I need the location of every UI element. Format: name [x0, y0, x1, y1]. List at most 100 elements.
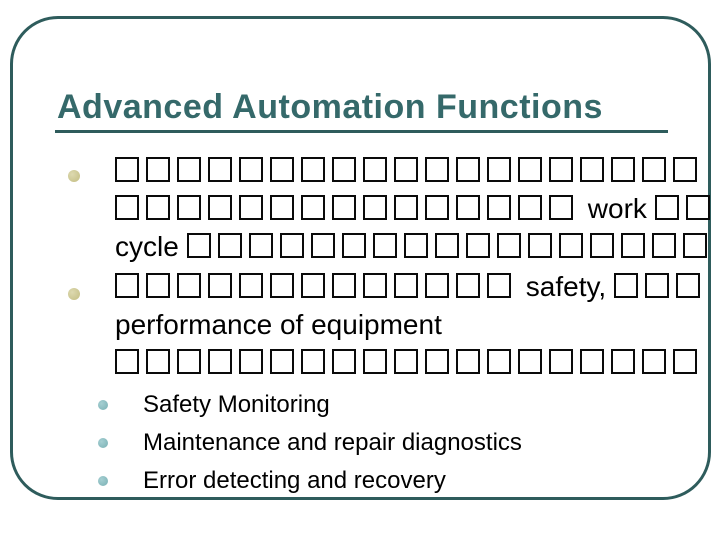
- missing-glyph-box: [456, 157, 480, 182]
- missing-glyph-box: [425, 273, 449, 298]
- sub-bullet-label: Maintenance and repair diagnostics: [143, 429, 522, 456]
- missing-glyph-box: [673, 157, 697, 182]
- missing-glyph-box: [682, 233, 707, 258]
- missing-glyph-box: [332, 273, 356, 298]
- missing-glyph-box: [208, 273, 232, 298]
- missing-glyph-box: [115, 273, 139, 298]
- missing-glyph-box: [270, 195, 294, 220]
- sub-bullet-label: Error detecting and recovery: [143, 467, 446, 494]
- page-title: Advanced Automation Functions: [57, 88, 603, 126]
- missing-glyph-box: [270, 157, 294, 182]
- sub-bullet-list: Safety Monitoring Maintenance and repair…: [98, 386, 522, 500]
- sub-bullet-icon: [98, 400, 108, 410]
- slide-border: [10, 16, 711, 500]
- missing-glyph-box: [332, 157, 356, 182]
- missing-glyph-box: [465, 233, 490, 258]
- missing-glyph-box: [580, 157, 604, 182]
- missing-glyph-box: [146, 349, 170, 374]
- missing-glyph-box: [363, 273, 387, 298]
- missing-glyph-box: [372, 233, 397, 258]
- missing-glyph-box: [301, 195, 325, 220]
- missing-glyph-box: [363, 157, 387, 182]
- missing-glyph-box: [613, 273, 638, 298]
- missing-glyph-box: [527, 233, 552, 258]
- sub-bullet-label: Safety Monitoring: [143, 391, 330, 418]
- list-item: Error detecting and recovery: [98, 462, 522, 500]
- missing-glyph-box: [549, 157, 573, 182]
- missing-glyph-box: [301, 349, 325, 374]
- missing-glyph-box: [558, 233, 583, 258]
- missing-glyph-box: [487, 157, 511, 182]
- missing-glyph-box: [239, 273, 263, 298]
- missing-glyph-box: [341, 233, 366, 258]
- missing-glyph-box: [425, 195, 449, 220]
- list-item: Safety Monitoring: [98, 386, 522, 424]
- missing-glyph-box: [456, 273, 480, 298]
- missing-glyph-box: [239, 349, 263, 374]
- missing-glyph-box: [642, 349, 666, 374]
- missing-glyph-box: [673, 349, 697, 374]
- missing-glyph-box: [177, 157, 201, 182]
- missing-glyph-box: [394, 349, 418, 374]
- missing-glyph-box: [363, 349, 387, 374]
- missing-glyph-box: [146, 273, 170, 298]
- missing-glyph-box: [115, 195, 139, 220]
- missing-glyph-box: [394, 195, 418, 220]
- missing-glyph-box: [456, 349, 480, 374]
- missing-glyph-box: [208, 195, 232, 220]
- missing-glyph-box: [644, 273, 669, 298]
- missing-glyph-box: [685, 195, 710, 220]
- missing-glyph-box: [279, 233, 304, 258]
- missing-glyph-box: [332, 349, 356, 374]
- bullet-icon: [68, 170, 80, 182]
- bullet-paragraph-2: safety, performance of equipment: [115, 268, 720, 382]
- bullet-text: performance of equipment: [115, 309, 442, 340]
- missing-glyph-box: [518, 195, 542, 220]
- missing-glyph-box: [301, 157, 325, 182]
- missing-glyph-box: [146, 157, 170, 182]
- missing-glyph-box: [310, 233, 335, 258]
- missing-glyph-box: [487, 349, 511, 374]
- missing-glyph-box: [549, 195, 573, 220]
- missing-glyph-box: [270, 349, 294, 374]
- missing-glyph-box: [217, 233, 242, 258]
- missing-glyph-box: [270, 273, 294, 298]
- bullet-line: work: [115, 190, 720, 228]
- missing-glyph-box: [549, 349, 573, 374]
- missing-glyph-box: [177, 195, 201, 220]
- missing-glyph-box: [115, 157, 139, 182]
- bullet-paragraph-1: work cycle: [115, 152, 720, 266]
- sub-bullet-icon: [98, 438, 108, 448]
- missing-glyph-box: [642, 157, 666, 182]
- missing-glyph-box: [487, 273, 511, 298]
- missing-glyph-box: [248, 233, 273, 258]
- bullet-line: [115, 344, 720, 382]
- bullet-line: cycle: [115, 228, 720, 266]
- missing-glyph-box: [654, 195, 679, 220]
- missing-glyph-box: [177, 349, 201, 374]
- missing-glyph-box: [301, 273, 325, 298]
- missing-glyph-box: [208, 157, 232, 182]
- missing-glyph-box: [425, 157, 449, 182]
- missing-glyph-box: [239, 195, 263, 220]
- missing-glyph-box: [239, 157, 263, 182]
- missing-glyph-box: [394, 273, 418, 298]
- sub-bullet-icon: [98, 476, 108, 486]
- missing-glyph-box: [146, 195, 170, 220]
- missing-glyph-box: [675, 273, 700, 298]
- missing-glyph-box: [434, 233, 459, 258]
- bullet-icon: [68, 288, 80, 300]
- missing-glyph-box: [611, 157, 635, 182]
- missing-glyph-box: [425, 349, 449, 374]
- missing-glyph-box: [208, 349, 232, 374]
- missing-glyph-box: [589, 233, 614, 258]
- bullet-line: [115, 152, 720, 190]
- missing-glyph-box: [620, 233, 645, 258]
- missing-glyph-box: [611, 349, 635, 374]
- missing-glyph-box: [332, 195, 356, 220]
- missing-glyph-box: [651, 233, 676, 258]
- missing-glyph-box: [115, 349, 139, 374]
- missing-glyph-box: [518, 157, 542, 182]
- missing-glyph-box: [363, 195, 387, 220]
